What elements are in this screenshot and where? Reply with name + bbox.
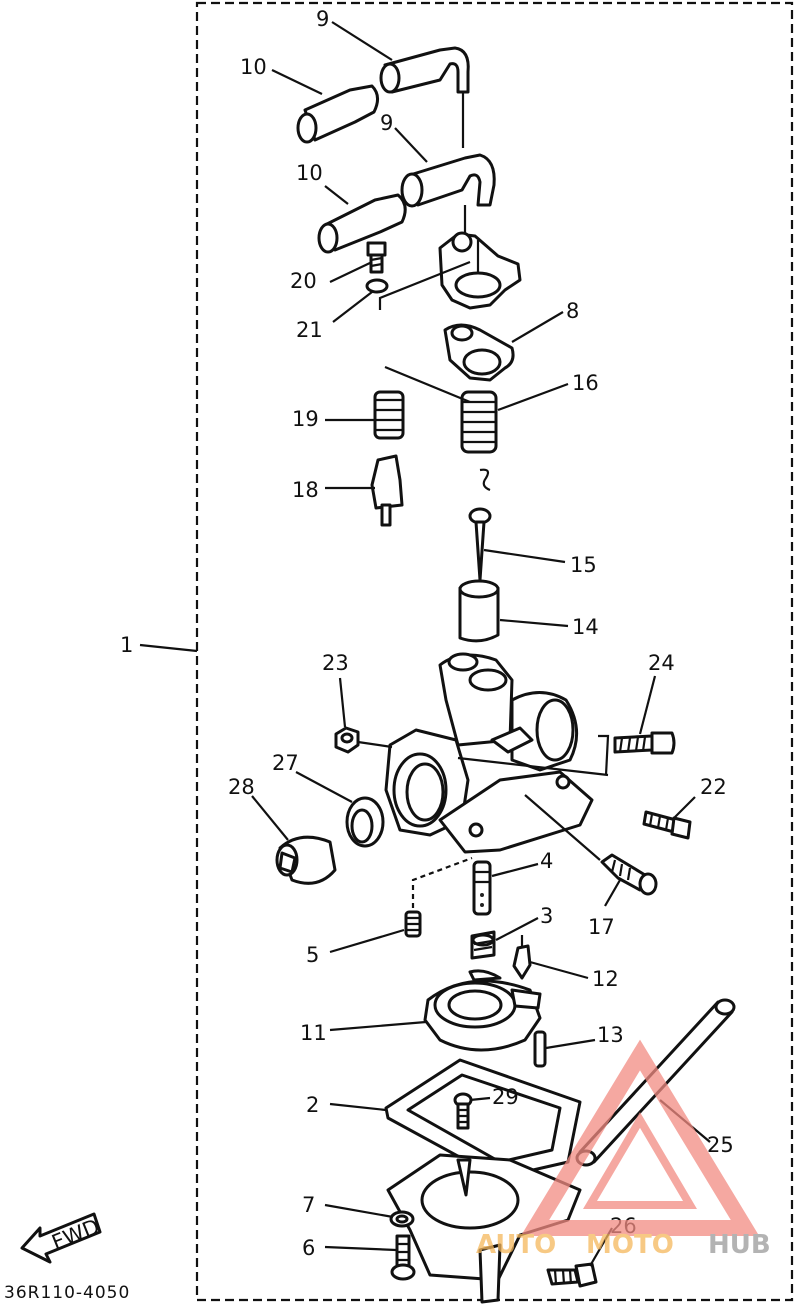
callout-16: 16	[572, 371, 599, 395]
callout-18: 18	[292, 478, 319, 502]
part-5-pilot-jet	[404, 910, 422, 938]
callout-27: 27	[272, 751, 299, 775]
part-6-screw	[390, 1234, 416, 1281]
leader-5-dashed	[411, 856, 473, 908]
callout-13: 13	[597, 1023, 624, 1047]
callout-22: 22	[700, 775, 727, 799]
part-16-throttle-spring	[460, 390, 498, 454]
callout-6: 6	[302, 1236, 315, 1260]
part-26-drain-screw	[546, 1262, 598, 1288]
part-23-nut	[334, 726, 360, 754]
callout-23: 23	[322, 651, 349, 675]
assembly-frame	[195, 1, 794, 1302]
part-11-float	[423, 969, 542, 1052]
callout-25: 25	[707, 1133, 734, 1157]
part-24-screw	[613, 731, 676, 755]
callout-14: 14	[572, 615, 599, 639]
callout-4: 4	[540, 849, 553, 873]
part-14-throttle-valve	[458, 579, 500, 643]
part-7-washer	[389, 1210, 415, 1228]
callout-19: 19	[292, 407, 319, 431]
part-27-ring	[345, 796, 385, 848]
part-10-lower-cap	[317, 193, 407, 254]
carburetor-top-cover	[438, 231, 522, 310]
leader-19-16	[384, 365, 471, 404]
callout-3: 3	[540, 904, 553, 928]
part-19-spring	[373, 390, 405, 440]
part-17-pilot-screw	[600, 853, 658, 896]
part-15-jet-needle	[468, 507, 492, 582]
float-bowl	[386, 1153, 582, 1304]
part-4-needle-jet	[472, 860, 492, 916]
part-22-screw	[642, 810, 692, 840]
automotohub-watermark-logo: AUTO MOTO HUB	[476, 1039, 771, 1260]
callout-28: 28	[228, 775, 255, 799]
callout-1: 1	[120, 633, 133, 657]
part-8-gasket	[443, 323, 515, 382]
drawing-code: 36R110-4050	[4, 1283, 130, 1303]
leader-24	[598, 734, 610, 776]
callout-10-upper: 10	[240, 55, 267, 79]
callout-21: 21	[296, 318, 323, 342]
callout-7: 7	[302, 1193, 315, 1217]
leader-17	[524, 794, 601, 861]
callout-8: 8	[566, 299, 579, 323]
callout-9-lower: 9	[380, 111, 393, 135]
callout-11: 11	[300, 1021, 327, 1045]
leader-1	[139, 643, 198, 653]
callout-2: 2	[306, 1093, 319, 1117]
callout-29: 29	[492, 1085, 519, 1109]
part-21-washer	[365, 278, 389, 294]
needle-clip	[479, 468, 491, 492]
callout-10-lower: 10	[296, 161, 323, 185]
callout-17: 17	[588, 915, 615, 939]
callout-20: 20	[290, 269, 317, 293]
callout-24: 24	[648, 651, 675, 675]
part-29-screw	[453, 1092, 473, 1130]
watermark-hub: HUB	[708, 1230, 771, 1260]
leader-23	[357, 740, 393, 749]
callout-9-upper: 9	[316, 7, 329, 31]
callout-5: 5	[306, 943, 319, 967]
part-18-starter-plunger	[370, 454, 404, 527]
watermark-moto: MOTO	[586, 1230, 674, 1260]
part-10-upper-cap	[296, 84, 379, 144]
callout-15: 15	[570, 553, 597, 577]
part-20-screw	[366, 241, 387, 274]
part-2-float-gasket	[384, 1058, 582, 1180]
part-12-needle-valve	[512, 935, 532, 980]
carburetor-body	[384, 652, 594, 854]
leader-20-to-cover	[378, 260, 471, 310]
callout-numbers: 1 2 3 4 5 6 7 8 9 9 10 10 11 12 13 14 15…	[120, 7, 734, 1260]
fwd-arrow: FWD	[20, 1212, 103, 1264]
callout-12: 12	[592, 967, 619, 991]
part-28-clamp	[275, 835, 337, 885]
part-9-lower-hose	[400, 153, 496, 242]
leader-body-22	[457, 756, 609, 777]
part-9-upper-hose	[379, 46, 470, 148]
watermark-auto: AUTO	[476, 1230, 556, 1260]
part-3-main-jet	[470, 930, 496, 960]
part-13-float-pin	[533, 1030, 547, 1068]
